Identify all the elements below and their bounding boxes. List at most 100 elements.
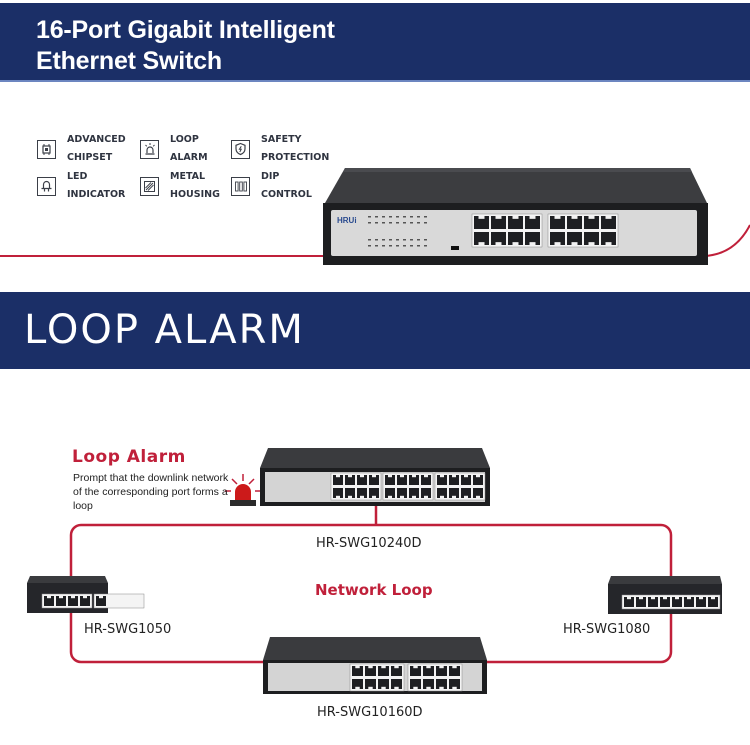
ethernet-port (491, 216, 506, 229)
ethernet-port (461, 488, 471, 498)
led-indicator (403, 216, 406, 218)
led-indicator (424, 245, 427, 247)
ethernet-port (461, 475, 471, 485)
ethernet-port (378, 679, 389, 689)
ethernet-port (525, 216, 540, 229)
ethernet-port (397, 475, 407, 485)
led-indicator (368, 222, 371, 224)
ethernet-port (525, 232, 540, 245)
feature-label-line2: ALARM (170, 152, 208, 163)
led-indicator (396, 222, 399, 224)
ethernet-port (508, 216, 523, 229)
ethernet-port (365, 666, 376, 676)
ethernet-port (385, 488, 395, 498)
ethernet-port (385, 475, 395, 485)
ethernet-port (333, 475, 343, 485)
section-title: LOOP ALARM (24, 307, 305, 353)
ethernet-port (474, 232, 489, 245)
ethernet-port (601, 232, 616, 245)
led-indicator (382, 245, 385, 247)
led-indicator (396, 245, 399, 247)
ethernet-port (473, 488, 483, 498)
switch-top (325, 168, 707, 203)
ethernet-port (449, 488, 459, 498)
ethernet-port (410, 666, 421, 676)
led-indicator (389, 222, 392, 224)
ethernet-port (352, 666, 363, 676)
ethernet-port (80, 596, 90, 606)
led-indicator (389, 245, 392, 247)
ethernet-port (474, 216, 489, 229)
led-indicator (410, 222, 413, 224)
led-indicator (375, 216, 378, 218)
ethernet-port (369, 475, 379, 485)
ethernet-port (352, 679, 363, 689)
feature-label-line2: CONTROL (261, 189, 312, 200)
loop-alarm-description: Prompt that the downlink network of the … (73, 472, 229, 512)
led-indicator (410, 239, 413, 241)
header-title-line2: Ethernet Switch (36, 47, 222, 75)
ethernet-port (409, 475, 419, 485)
led-indicator (368, 239, 371, 241)
feature-label-line1: ADVANCED (67, 134, 126, 145)
cable-right (704, 224, 750, 257)
dip-switch-icon (231, 176, 250, 196)
switch-hr-swg1080 (608, 576, 722, 614)
led-indicator (403, 222, 406, 224)
ethernet-port (449, 475, 459, 485)
led-indicator (375, 245, 378, 247)
ethernet-port (708, 597, 718, 607)
header-banner: 16-Port Gigabit Intelligent Ethernet Swi… (0, 3, 750, 82)
feature-label-line1: LED (67, 171, 88, 182)
model-label-hr-swg10240d: HR-SWG10240D (316, 536, 422, 551)
ethernet-port (696, 597, 706, 607)
ethernet-port (550, 232, 565, 245)
ethernet-port (391, 666, 402, 676)
ethernet-port (96, 596, 106, 606)
chipset-icon (37, 139, 56, 159)
led-indicator (396, 216, 399, 218)
ethernet-port (567, 216, 582, 229)
ethernet-port (624, 597, 634, 607)
ethernet-port (391, 679, 402, 689)
led-indicator (417, 239, 420, 241)
led-indicator (424, 216, 427, 218)
feature-label-line1: LOOP (170, 134, 199, 145)
feature-label-line2: CHIPSET (67, 152, 113, 163)
ethernet-port (672, 597, 682, 607)
led-indicator (424, 222, 427, 224)
feature-label-line1: DIP (261, 171, 280, 182)
led-indicator (389, 216, 392, 218)
model-label-hr-swg10160d: HR-SWG10160D (317, 705, 423, 720)
ethernet-port (345, 475, 355, 485)
led-indicator (368, 216, 371, 218)
ethernet-port (449, 679, 460, 689)
led-indicator (417, 216, 420, 218)
led-indicator (396, 239, 399, 241)
led-indicator (417, 222, 420, 224)
led-indicator (424, 239, 427, 241)
header-title-line1: 16-Port Gigabit Intelligent (36, 16, 335, 44)
led-indicator (382, 216, 385, 218)
feature-advanced-chipset: ADVANCED CHIPSET (37, 131, 126, 167)
ethernet-port (409, 488, 419, 498)
ethernet-port (660, 597, 670, 607)
ethernet-port (378, 666, 389, 676)
ethernet-port (436, 679, 447, 689)
feature-loop-alarm: LOOP ALARM (140, 131, 208, 167)
network-loop-label: Network Loop (315, 581, 433, 599)
ethernet-port (397, 488, 407, 498)
led-indicator (403, 245, 406, 247)
ethernet-port (584, 232, 599, 245)
ethernet-port (369, 488, 379, 498)
switch-hr-swg10160d (263, 637, 487, 694)
led-indicator (389, 239, 392, 241)
led-indicator (375, 222, 378, 224)
switch-hr-swg1050 (27, 576, 145, 613)
ethernet-port (550, 216, 565, 229)
ethernet-port (421, 475, 431, 485)
product-switch-image: HRUi (0, 168, 750, 265)
